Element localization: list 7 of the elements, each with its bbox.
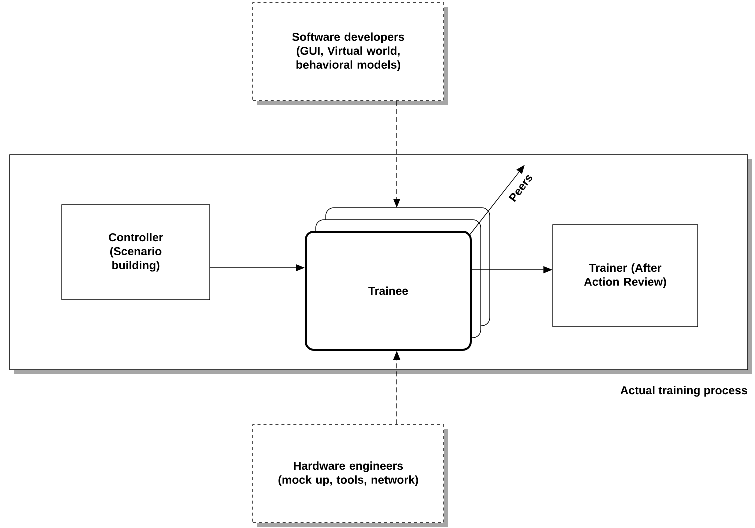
arrow: [470, 165, 525, 236]
role-box: Trainer (After Action Review): [552, 224, 698, 328]
node-label: Actual training process: [620, 386, 748, 397]
team-box: Hardware engineers (mock up, tools, network): [252, 424, 444, 524]
team-box: Software developers (GUI, Virtual world, behavioral models): [252, 2, 444, 102]
trainee-box: Trainee: [305, 231, 472, 351]
role-box: Controller (Scenario building): [62, 204, 210, 300]
